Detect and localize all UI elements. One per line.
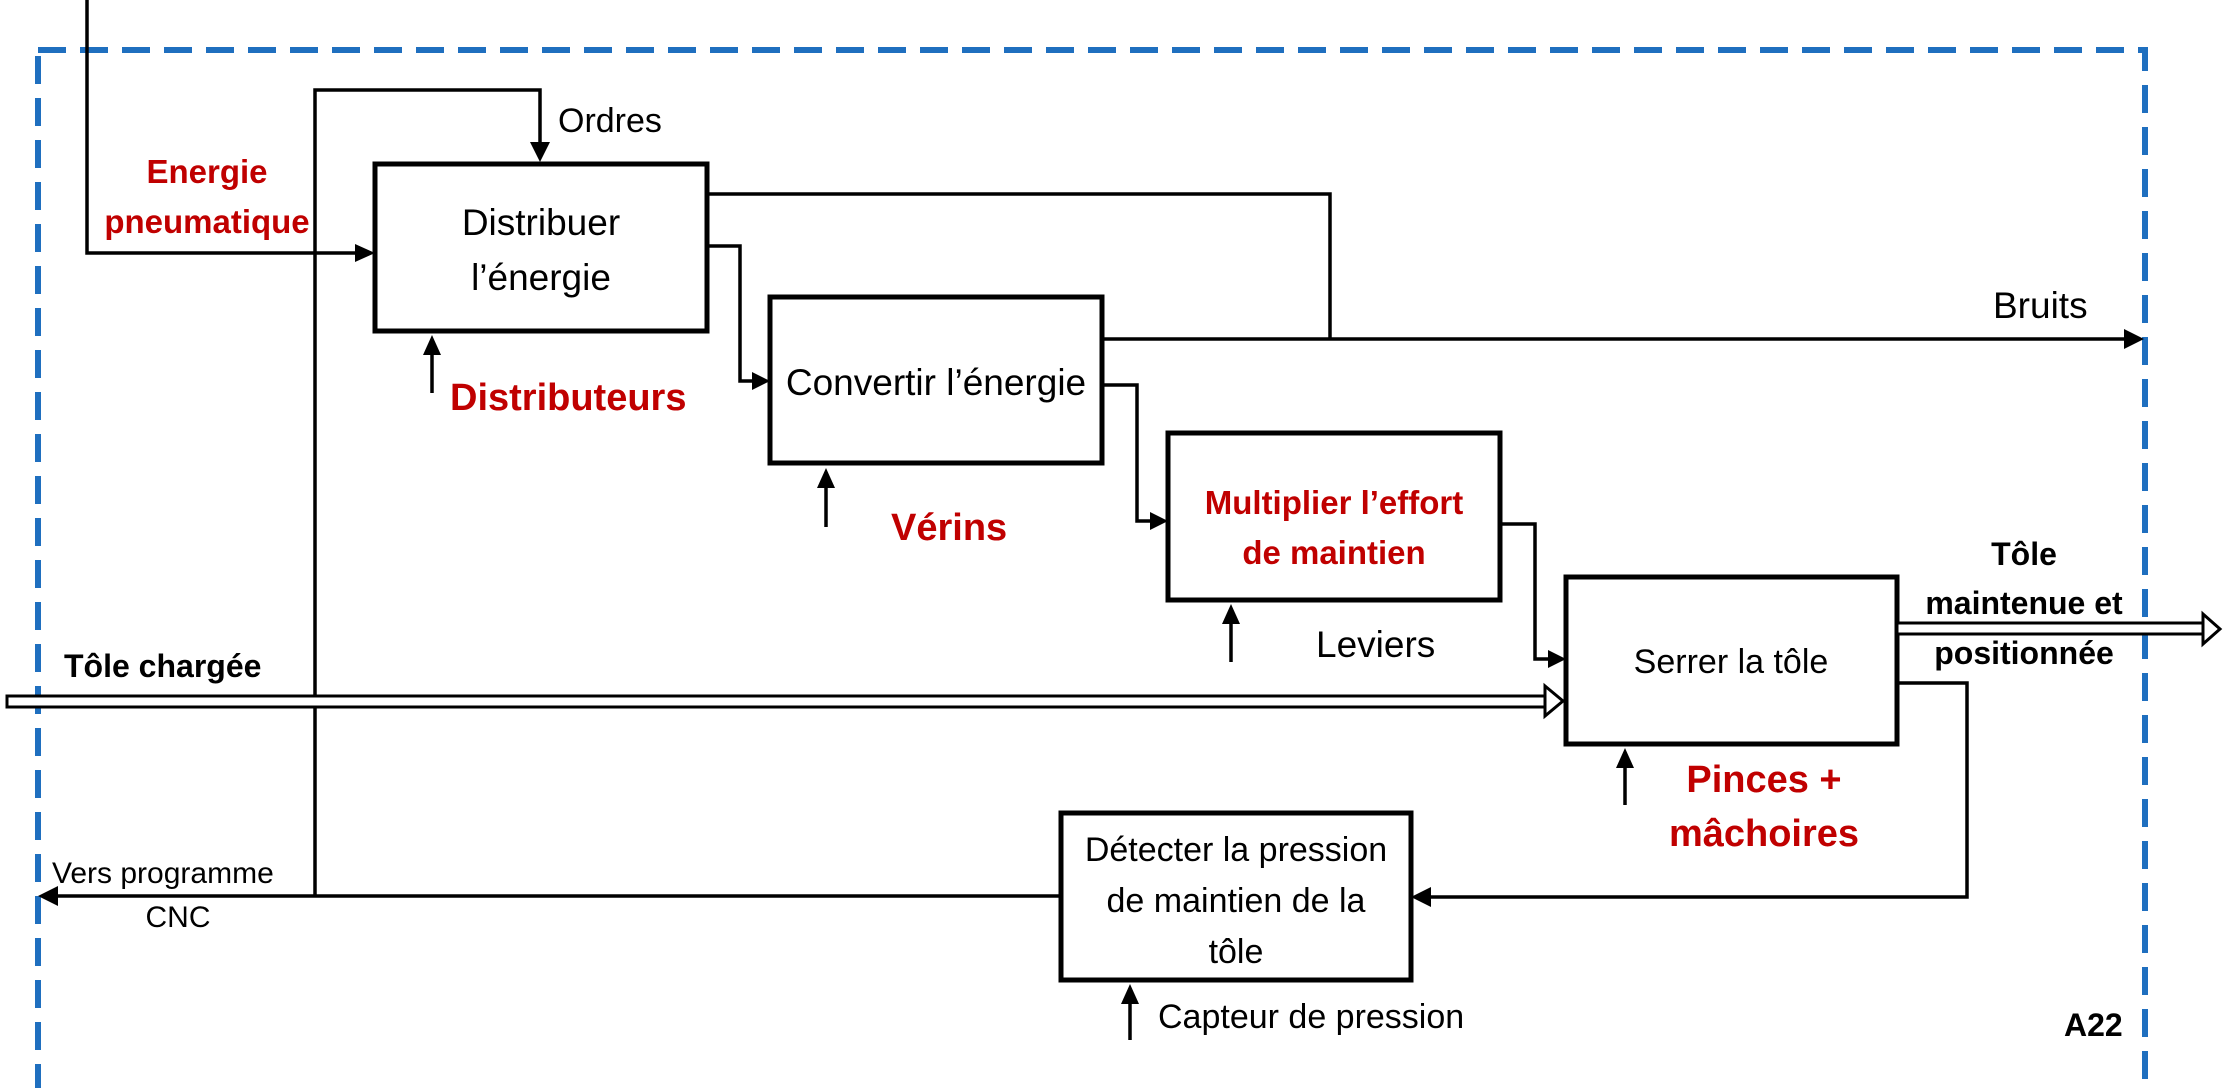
mech-label-convert: Vérins	[891, 507, 1007, 549]
program-label-1: Vers programme	[52, 857, 274, 890]
link-multiply-clamp	[1500, 522, 1548, 661]
system-boundary	[35, 47, 2148, 1088]
output-sheet-label-1: Tôle	[1991, 536, 2057, 572]
mech-label-distribute: Distributeurs	[450, 377, 686, 419]
mech-arrowhead-clamp	[1616, 748, 1634, 768]
orders-line	[313, 88, 542, 895]
box-convert-label: Convertir l’énergie	[786, 362, 1086, 403]
link-clamp-detect-arrowhead	[1411, 887, 1431, 907]
sheet-input-head	[1543, 682, 1566, 720]
box-detect-label-3: tôle	[1209, 933, 1264, 971]
sheet-output-shaft	[1895, 621, 2207, 636]
box-distribute-label-2: l’énergie	[471, 257, 611, 298]
mech-arrowhead-detect	[1121, 984, 1139, 1004]
box-distribute-label-1: Distribuer	[462, 202, 620, 243]
program-label-2: CNC	[146, 901, 211, 934]
energy-input-arrowhead	[355, 244, 375, 262]
energy-label-2: pneumatique	[104, 203, 309, 240]
input-sheet-label: Tôle chargée	[64, 648, 261, 684]
noise-line-from-distribute	[707, 192, 1332, 339]
mech-label-clamp-1: Pinces +	[1686, 759, 1841, 801]
mech-label-detect: Capteur de pression	[1158, 998, 1464, 1036]
box-detect-label-1: Détecter la pression	[1085, 831, 1387, 869]
link-distribute-convert	[707, 244, 752, 383]
link-distribute-convert-arrowhead	[752, 372, 770, 390]
orders-label: Ordres	[558, 102, 662, 140]
mech-label-clamp-2: mâchoires	[1669, 813, 1859, 855]
noise-label: Bruits	[1993, 285, 2088, 326]
mech-arrowhead-multiply	[1222, 604, 1240, 624]
mech-label-multiply: Leviers	[1316, 624, 1435, 665]
box-distribute	[372, 161, 710, 334]
noise-arrowhead	[2124, 329, 2144, 349]
link-convert-multiply-arrowhead	[1150, 512, 1168, 530]
box-convert	[767, 294, 1105, 466]
sheet-input-shaft	[5, 694, 1549, 709]
output-sheet-label-2: maintenue et	[1925, 585, 2123, 621]
link-convert-multiply	[1102, 383, 1150, 523]
mech-arrowhead-distribute	[423, 335, 441, 355]
sheet-output-head	[2201, 610, 2223, 648]
box-clamp-label: Serrer la tôle	[1634, 643, 1829, 681]
box-clamp	[1563, 574, 1900, 747]
box-detect-label-2: de maintien de la	[1107, 882, 1366, 920]
energy-input-line	[85, 0, 355, 255]
diagram-id: A22	[2064, 1007, 2123, 1043]
link-multiply-clamp-arrowhead	[1548, 650, 1566, 668]
output-sheet-label-3: positionnée	[1934, 635, 2114, 671]
energy-label-1: Energie	[146, 153, 267, 190]
orders-arrowhead	[530, 142, 550, 162]
box-multiply	[1165, 430, 1503, 603]
box-multiply-label-1: Multiplier l’effort	[1205, 484, 1464, 521]
program-output-arrowhead	[38, 886, 58, 906]
box-multiply-label-2: de maintien	[1242, 534, 1425, 571]
link-clamp-detect	[1431, 681, 1969, 899]
mech-arrowhead-convert	[817, 468, 835, 488]
